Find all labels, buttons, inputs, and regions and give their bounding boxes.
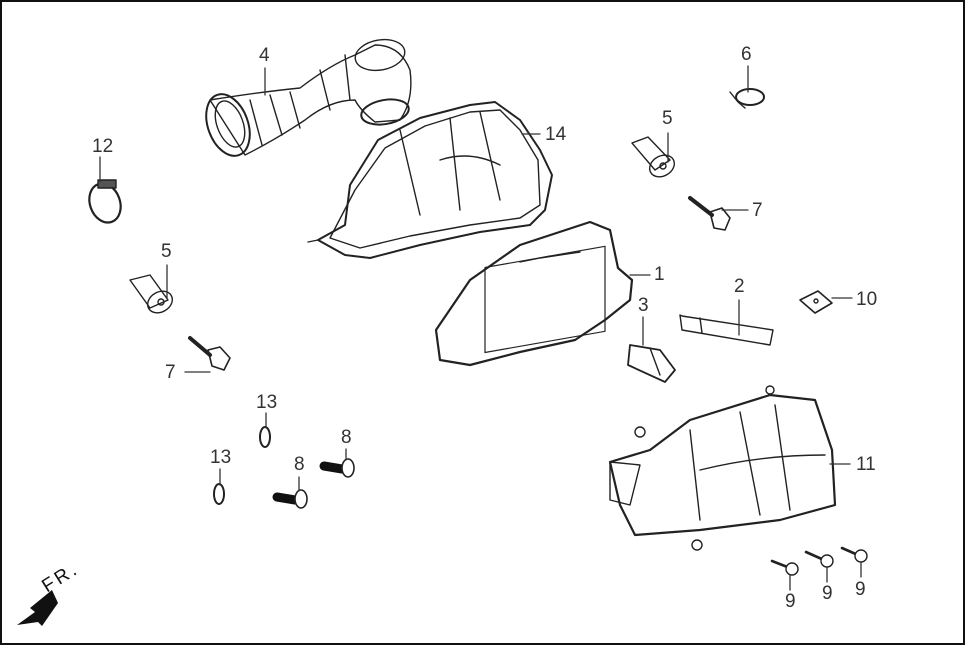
tapping-screw-drawing-2: [804, 550, 834, 568]
callout-13-lower: 13: [210, 447, 232, 468]
callout-8-lower: 8: [294, 454, 305, 475]
screw-drawing-lower: [272, 489, 308, 509]
callout-9-b: 9: [822, 583, 833, 604]
air-cleaner-cover-drawing: [307, 101, 553, 259]
arrow-down-left-icon: [17, 590, 58, 626]
leader-lines: [99, 65, 862, 591]
callout-4: 4: [259, 45, 270, 66]
callout-11: 11: [856, 454, 876, 475]
callout-5-right: 5: [662, 108, 673, 129]
drain-plug-drawing: [627, 344, 676, 383]
o-ring-drawing-lower: [213, 483, 225, 505]
hose-clip-drawing: [729, 88, 765, 109]
air-cleaner-case-drawing: [608, 385, 837, 551]
air-filter-element-drawing: [434, 220, 634, 367]
callout-14: 14: [545, 124, 567, 145]
callout-1: 1: [654, 264, 665, 285]
intake-duct-drawing: [205, 38, 412, 157]
o-ring-drawing-upper: [259, 426, 271, 448]
callout-8-upper: 8: [341, 427, 352, 448]
speed-nut-drawing: [799, 290, 833, 314]
band-clamp-screw-drawing: [97, 179, 117, 189]
flange-bolt-drawing-left: [188, 336, 231, 371]
screw-drawing-upper: [319, 458, 355, 478]
callout-12: 12: [92, 136, 114, 157]
callout-9-c: 9: [855, 579, 866, 600]
tapping-screw-drawing-1: [770, 559, 799, 576]
callout-2: 2: [734, 276, 745, 297]
flange-bolt-drawing-right: [688, 196, 731, 231]
callout-6: 6: [741, 44, 752, 65]
collar-drawing-left: [129, 274, 174, 314]
callout-3: 3: [638, 295, 649, 316]
callout-7-left: 7: [165, 362, 176, 383]
collar-drawing-right: [631, 136, 676, 178]
callout-10: 10: [856, 289, 878, 310]
callout-13-upper: 13: [256, 392, 278, 413]
callout-5-left: 5: [161, 241, 172, 262]
callout-9-a: 9: [785, 591, 796, 612]
callout-7-right: 7: [752, 200, 763, 221]
drain-tube-drawing: [679, 314, 774, 346]
tapping-screw-drawing-3: [840, 546, 868, 563]
